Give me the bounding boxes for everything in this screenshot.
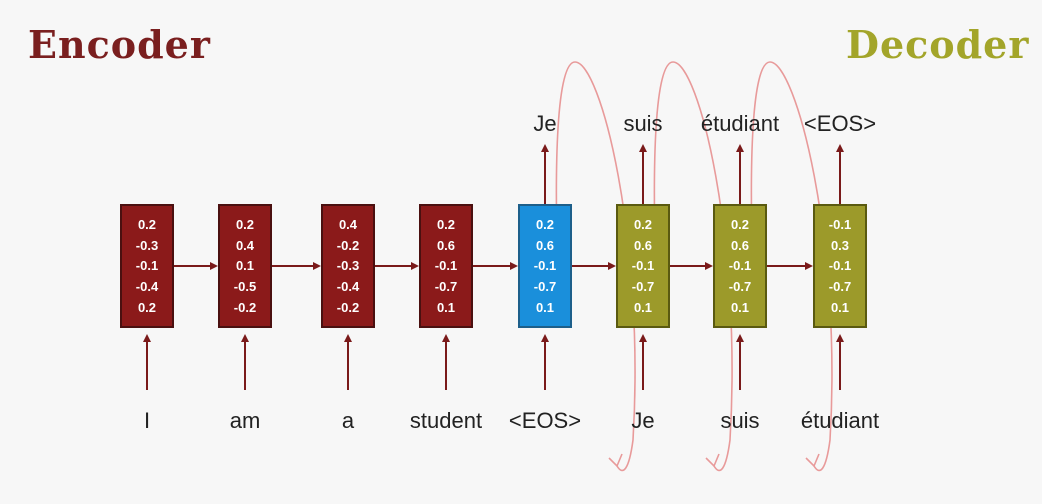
cell-value: 0.1: [235, 258, 255, 274]
feedback-loop-arrow: [750, 61, 833, 472]
input-token: suis: [720, 408, 760, 433]
input-token: a: [341, 408, 355, 433]
cell-value: -0.1: [828, 258, 852, 274]
output-token: Je: [533, 111, 557, 136]
cell-value: 0.1: [830, 300, 850, 316]
cell-value: -0.1: [434, 258, 458, 274]
input-token: am: [229, 408, 261, 433]
cell-value: -0.1: [533, 258, 557, 274]
decoder-cell: 0.2 0.6 -0.1 -0.7 0.1: [616, 204, 670, 328]
cell-value: -0.1: [631, 258, 655, 274]
input-token: <EOS>: [508, 408, 582, 433]
input-token: étudiant: [800, 408, 880, 433]
cell-value: 0.4: [235, 237, 255, 253]
cell-value: -0.5: [233, 279, 257, 295]
input-token: Je: [631, 408, 655, 433]
cell-value: 0.1: [633, 300, 653, 316]
cell-value: -0.7: [533, 279, 557, 295]
cell-value: -0.1: [135, 258, 159, 274]
encoder-cell: 0.2 0.4 0.1 -0.5 -0.2: [218, 204, 272, 328]
encoder-cell: 0.2 -0.3 -0.1 -0.4 0.2: [120, 204, 174, 328]
cell-value: 0.2: [633, 216, 653, 232]
decoder-cell: 0.2 0.6 -0.1 -0.7 0.1: [713, 204, 767, 328]
encoder-cell: 0.4 -0.2 -0.3 -0.4 -0.2: [321, 204, 375, 328]
output-token: étudiant: [700, 111, 780, 136]
output-token: suis: [623, 111, 663, 136]
cell-value: 0.6: [535, 237, 555, 253]
cell-value: -0.7: [631, 279, 655, 295]
cell-value: 0.6: [730, 237, 750, 253]
cell-value: 0.2: [137, 300, 157, 316]
cell-value: 0.4: [338, 216, 358, 232]
cell-value: -0.4: [135, 279, 159, 295]
cell-value: -0.2: [233, 300, 257, 316]
cell-value: -0.2: [336, 300, 360, 316]
cell-value: -0.7: [828, 279, 852, 295]
cell-value: -0.1: [728, 258, 752, 274]
cell-value: 0.6: [436, 237, 456, 253]
cell-value: -0.7: [728, 279, 752, 295]
cell-value: 0.1: [535, 300, 555, 316]
encoder-cell: 0.2 0.6 -0.1 -0.7 0.1: [419, 204, 473, 328]
decoder-heading: Decoder: [846, 22, 1030, 67]
cell-value: -0.1: [828, 216, 852, 232]
cell-value: -0.3: [135, 237, 159, 253]
cell-value: 0.6: [633, 237, 653, 253]
cell-value: 0.2: [730, 216, 750, 232]
input-token: student: [409, 408, 483, 433]
feedback-loop-arrow: [555, 61, 636, 472]
output-token: <EOS>: [803, 111, 877, 136]
input-token: I: [143, 408, 151, 433]
cell-value: -0.7: [434, 279, 458, 295]
feedback-loop-arrowhead: [705, 453, 720, 468]
cell-value: -0.3: [336, 258, 360, 274]
encoder-heading: Encoder: [28, 22, 211, 67]
cell-value: 0.2: [535, 216, 555, 232]
cell-value: 0.3: [830, 237, 850, 253]
decoder-cell: -0.1 0.3 -0.1 -0.7 0.1: [813, 204, 867, 328]
cell-value: 0.2: [436, 216, 456, 232]
feedback-loop-arrowhead: [805, 453, 820, 468]
cell-value: 0.1: [730, 300, 750, 316]
cell-value: 0.2: [137, 216, 157, 232]
cell-value: -0.4: [336, 279, 360, 295]
cell-value: -0.2: [336, 237, 360, 253]
cell-value: 0.1: [436, 300, 456, 316]
cell-value: 0.2: [235, 216, 255, 232]
feedback-loop-arrow: [653, 61, 733, 472]
feedback-loop-arrowhead: [608, 453, 623, 468]
current-cell: 0.2 0.6 -0.1 -0.7 0.1: [518, 204, 572, 328]
